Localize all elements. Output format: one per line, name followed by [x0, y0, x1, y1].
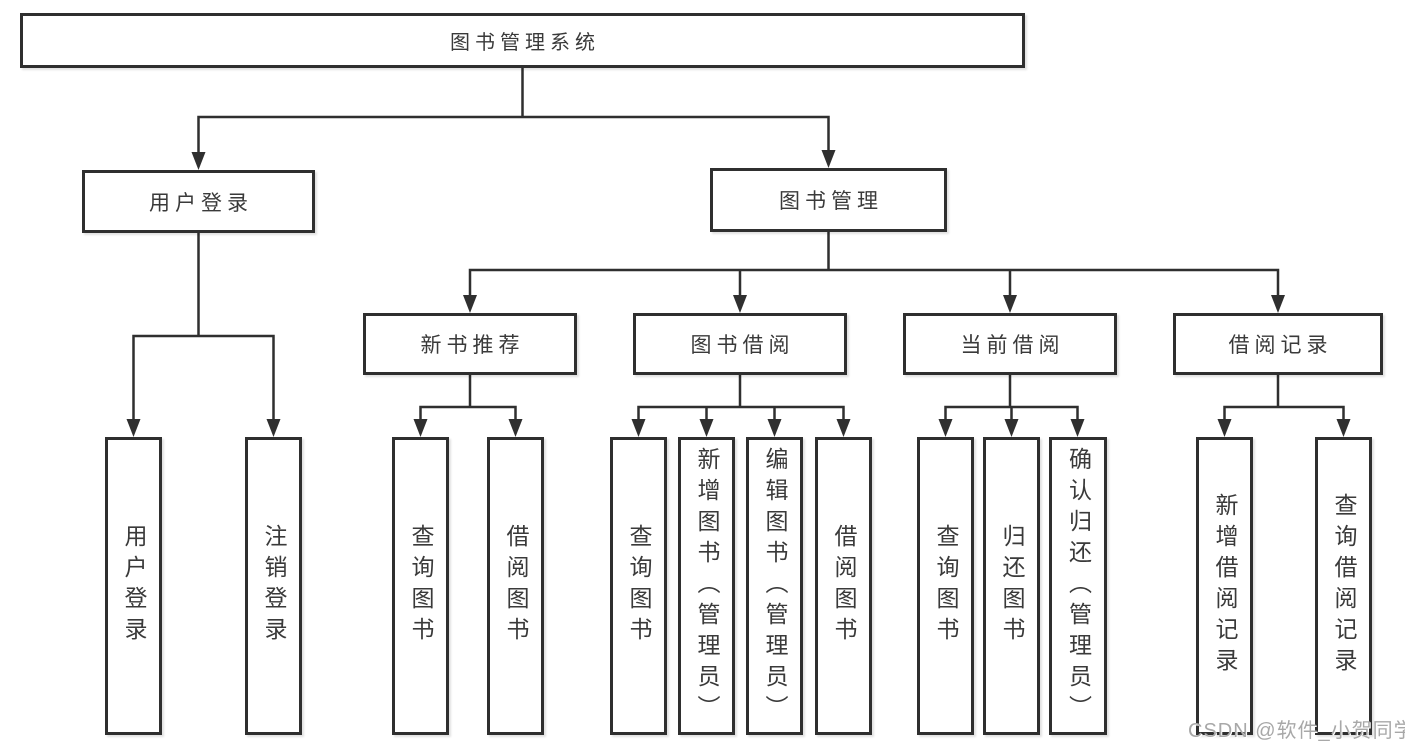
leaf-borrow-books-a: 借阅图书	[487, 437, 544, 735]
node-current-borrowing: 当前借阅	[903, 313, 1117, 375]
edge-bookborrow-to-leaves	[637, 373, 845, 423]
node-borrowing-records: 借阅记录	[1173, 313, 1383, 375]
arrowheads	[126, 150, 1351, 437]
leaf-logout: 注销登录	[245, 437, 302, 735]
leaf-query-books-c-label: 查询图书	[933, 524, 959, 648]
leaf-query-borrow-record-label: 查询借阅记录	[1331, 493, 1357, 679]
leaf-confirm-return-admin: 确认归还（管理员）	[1049, 437, 1107, 735]
leaf-borrow-books-a-label: 借阅图书	[503, 524, 529, 648]
leaf-add-books-admin-label: 新增图书（管理员）	[694, 446, 720, 726]
edge-bookmgmt-to-level3	[468, 230, 1280, 299]
leaf-query-books-b-label: 查询图书	[626, 524, 652, 648]
node-user-login-group: 用户登录	[82, 170, 315, 233]
leaf-user-login-label: 用户登录	[121, 524, 147, 648]
leaf-edit-books-admin: 编辑图书（管理员）	[746, 437, 803, 735]
leaf-query-borrow-record: 查询借阅记录	[1315, 437, 1372, 735]
node-book-borrowing: 图书借阅	[633, 313, 847, 375]
leaf-return-books: 归还图书	[983, 437, 1040, 735]
node-library-management-system: 图书管理系统	[20, 13, 1025, 68]
node-new-book-recommend: 新书推荐	[363, 313, 577, 375]
leaf-query-books-a-label: 查询图书	[408, 524, 434, 648]
edge-root-to-level2	[197, 66, 830, 156]
leaf-logout-label: 注销登录	[261, 524, 287, 648]
leaf-query-books-b: 查询图书	[610, 437, 667, 735]
csdn-watermark: CSDN @软件_小贺同学	[1188, 720, 1405, 742]
leaf-add-books-admin: 新增图书（管理员）	[678, 437, 735, 735]
leaf-query-books-c: 查询图书	[917, 437, 974, 735]
edge-userlogin-to-leaves	[132, 231, 275, 423]
leaf-confirm-return-admin-label: 确认归还（管理员）	[1065, 446, 1092, 726]
leaf-edit-books-admin-label: 编辑图书（管理员）	[762, 446, 788, 726]
leaf-add-borrow-record: 新增借阅记录	[1196, 437, 1253, 735]
edge-currentborrow-to-leaves	[944, 373, 1079, 423]
node-book-management: 图书管理	[710, 168, 947, 232]
leaf-borrow-books-b: 借阅图书	[815, 437, 872, 735]
edge-newbook-to-leaves	[419, 373, 517, 423]
leaf-query-books-a: 查询图书	[392, 437, 449, 735]
leaf-return-books-label: 归还图书	[999, 524, 1025, 648]
leaf-user-login: 用户登录	[105, 437, 162, 735]
edge-borrowrecord-to-leaves	[1223, 373, 1345, 423]
leaf-add-borrow-record-label: 新增借阅记录	[1212, 493, 1238, 679]
leaf-borrow-books-b-label: 借阅图书	[831, 524, 857, 648]
